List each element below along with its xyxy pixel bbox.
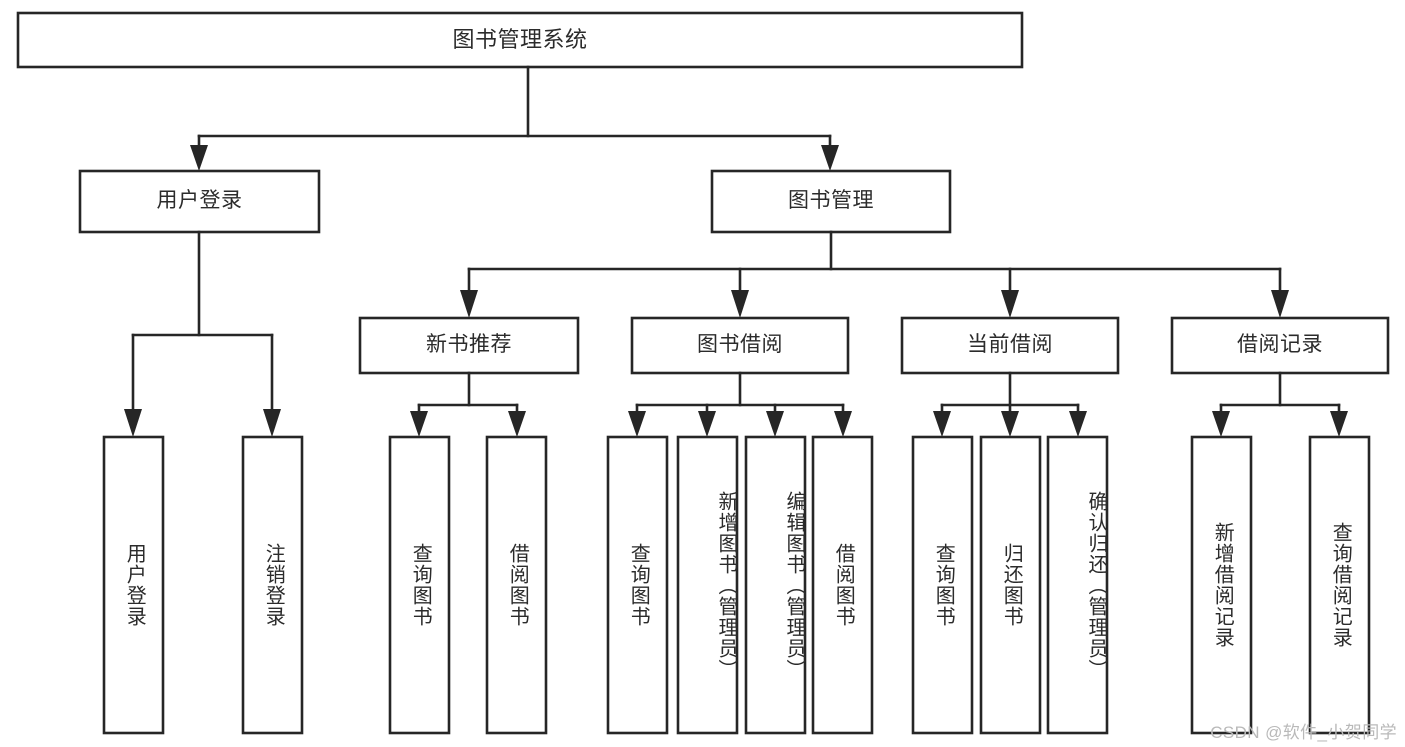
arrow-head-leaf-add-book <box>698 411 716 437</box>
node-box-root[interactable] <box>16 11 1024 69</box>
arrow-head-leaf-confirm-return <box>1069 411 1087 437</box>
node-box-new-book-recommend[interactable] <box>358 316 580 375</box>
node-box-book-borrow[interactable] <box>630 316 850 375</box>
node-box-leaf-confirm-return[interactable] <box>1046 435 1109 735</box>
arrow-head-leaf-borrow-book-2 <box>834 411 852 437</box>
arrow-head-leaf-query-book-3 <box>933 411 951 437</box>
arrow-head-leaf-user-logout <box>263 409 281 437</box>
node-box-current-borrow[interactable] <box>900 316 1120 375</box>
watermark-text: CSDN @软件_小贺同学 <box>1210 723 1397 742</box>
node-box-leaf-return-book[interactable] <box>979 435 1042 735</box>
connector-book-management-to-level3 <box>460 230 1289 318</box>
node-box-leaf-borrow-book-1[interactable] <box>485 435 548 735</box>
node-box-leaf-user-login[interactable] <box>102 435 165 735</box>
arrow-head-leaf-borrow-book-1 <box>508 411 526 437</box>
arrow-head-book-management <box>821 145 839 171</box>
node-box-leaf-borrow-book-2[interactable] <box>811 435 874 735</box>
arrow-head-book-borrow <box>731 290 749 318</box>
node-box-leaf-query-book-2[interactable] <box>606 435 669 735</box>
arrow-head-user-login <box>190 145 208 171</box>
connector-new-book-to-leaves <box>410 371 526 437</box>
arrow-head-leaf-query-borrow-record <box>1330 411 1348 437</box>
node-box-book-management[interactable] <box>710 169 952 234</box>
connector-borrow-record-to-leaves <box>1212 371 1348 437</box>
arrow-head-leaf-return-book <box>1001 411 1019 437</box>
arrow-head-leaf-query-book-2 <box>628 411 646 437</box>
node-box-borrow-record[interactable] <box>1170 316 1390 375</box>
node-box-leaf-query-book-1[interactable] <box>388 435 451 735</box>
node-box-leaf-query-book-3[interactable] <box>911 435 974 735</box>
arrow-head-leaf-edit-book <box>766 411 784 437</box>
arrow-head-current-borrow <box>1001 290 1019 318</box>
node-box-leaf-add-book[interactable] <box>676 435 739 735</box>
arrow-head-borrow-record <box>1271 290 1289 318</box>
connector-book-borrow-to-leaves <box>628 371 852 437</box>
node-box-user-login[interactable] <box>78 169 321 234</box>
arrow-head-leaf-query-book-1 <box>410 411 428 437</box>
arrow-head-new-book-recommend <box>460 290 478 318</box>
arrow-head-leaf-user-login <box>124 409 142 437</box>
node-box-leaf-query-borrow-record[interactable] <box>1308 435 1371 735</box>
arrow-head-leaf-add-borrow-record <box>1212 411 1230 437</box>
connector-user-login-to-leaves <box>124 230 281 437</box>
connector-root-to-level2 <box>190 65 839 171</box>
node-box-leaf-edit-book[interactable] <box>744 435 807 735</box>
connector-current-borrow-to-leaves <box>933 371 1087 437</box>
node-box-leaf-user-logout[interactable] <box>241 435 304 735</box>
node-box-leaf-add-borrow-record[interactable] <box>1190 435 1253 735</box>
